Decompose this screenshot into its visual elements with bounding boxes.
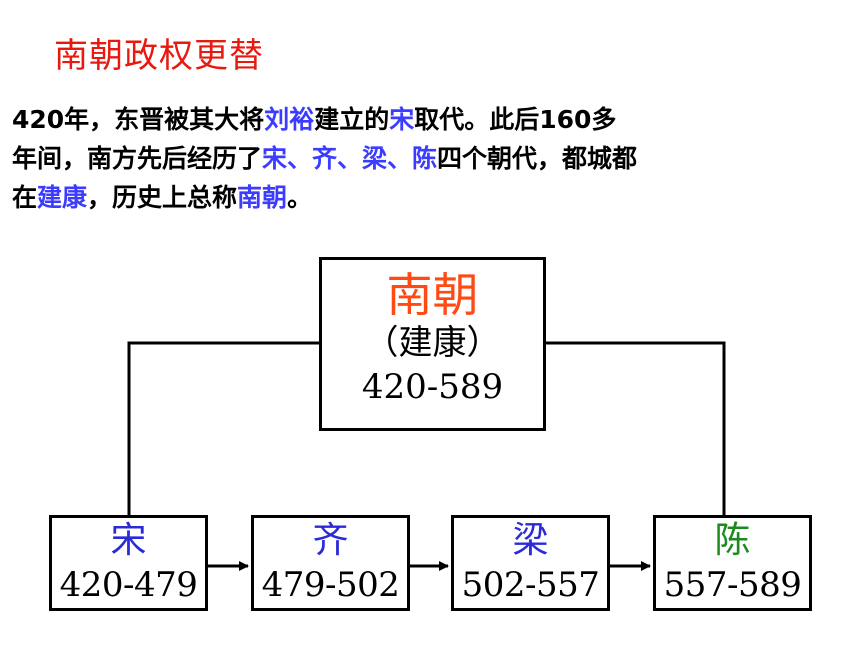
dynasty-box-chen: 陈 557-589 (653, 515, 812, 611)
paragraph-text: 年间，南方先后经历了 (12, 144, 263, 173)
paragraph-line-1: 420年，东晋被其大将刘裕建立的宋取代。此后160多 (12, 100, 852, 139)
paragraph-text: 在 (12, 183, 38, 212)
dynasty-years: 479-502 (261, 565, 400, 605)
southern-dynasties-box: 南朝 （建康） 420-589 (319, 257, 546, 431)
intro-paragraph: 420年，东晋被其大将刘裕建立的宋取代。此后160多 年间，南方先后经历了宋、齐… (12, 100, 852, 217)
dynasty-box-qi: 齐 479-502 (251, 515, 410, 611)
paragraph-highlight: 建康 (37, 183, 88, 212)
paragraph-text: 四个朝代，都城都 (437, 144, 638, 173)
paragraph-text: 取代。此后160多 (414, 105, 617, 134)
paragraph-text: 420年，东晋被其大将 (12, 105, 265, 134)
paragraph-highlight: 刘裕 (264, 105, 315, 134)
paragraph-highlight: 宋、齐、梁、陈 (262, 144, 438, 173)
main-name: 南朝 (386, 268, 479, 322)
paragraph-line-2: 年间，南方先后经历了宋、齐、梁、陈四个朝代，都城都 (12, 139, 852, 178)
dynasty-name: 陈 (714, 520, 751, 561)
dynasty-years: 502-557 (461, 565, 600, 605)
dynasty-years: 420-479 (59, 565, 198, 605)
left-connector (127, 341, 319, 515)
dynasty-box-song: 宋 420-479 (49, 515, 208, 611)
paragraph-text: 。 (287, 183, 313, 212)
paragraph-highlight: 南朝 (237, 183, 288, 212)
dynasty-name: 齐 (312, 520, 349, 561)
slide-title: 南朝政权更替 (54, 36, 264, 76)
dynasty-years: 557-589 (663, 565, 802, 605)
right-connector (546, 341, 726, 515)
main-capital: （建康） (364, 323, 501, 363)
dynasty-box-liang: 梁 502-557 (451, 515, 610, 611)
paragraph-highlight: 宋 (389, 105, 415, 134)
dynasty-name: 宋 (110, 520, 147, 561)
main-years: 420-589 (361, 367, 504, 407)
dynasty-name: 梁 (512, 520, 549, 561)
paragraph-text: 建立的 (314, 105, 390, 134)
paragraph-text: ，历史上总称 (87, 183, 238, 212)
paragraph-line-3: 在建康，历史上总称南朝。 (12, 178, 852, 217)
